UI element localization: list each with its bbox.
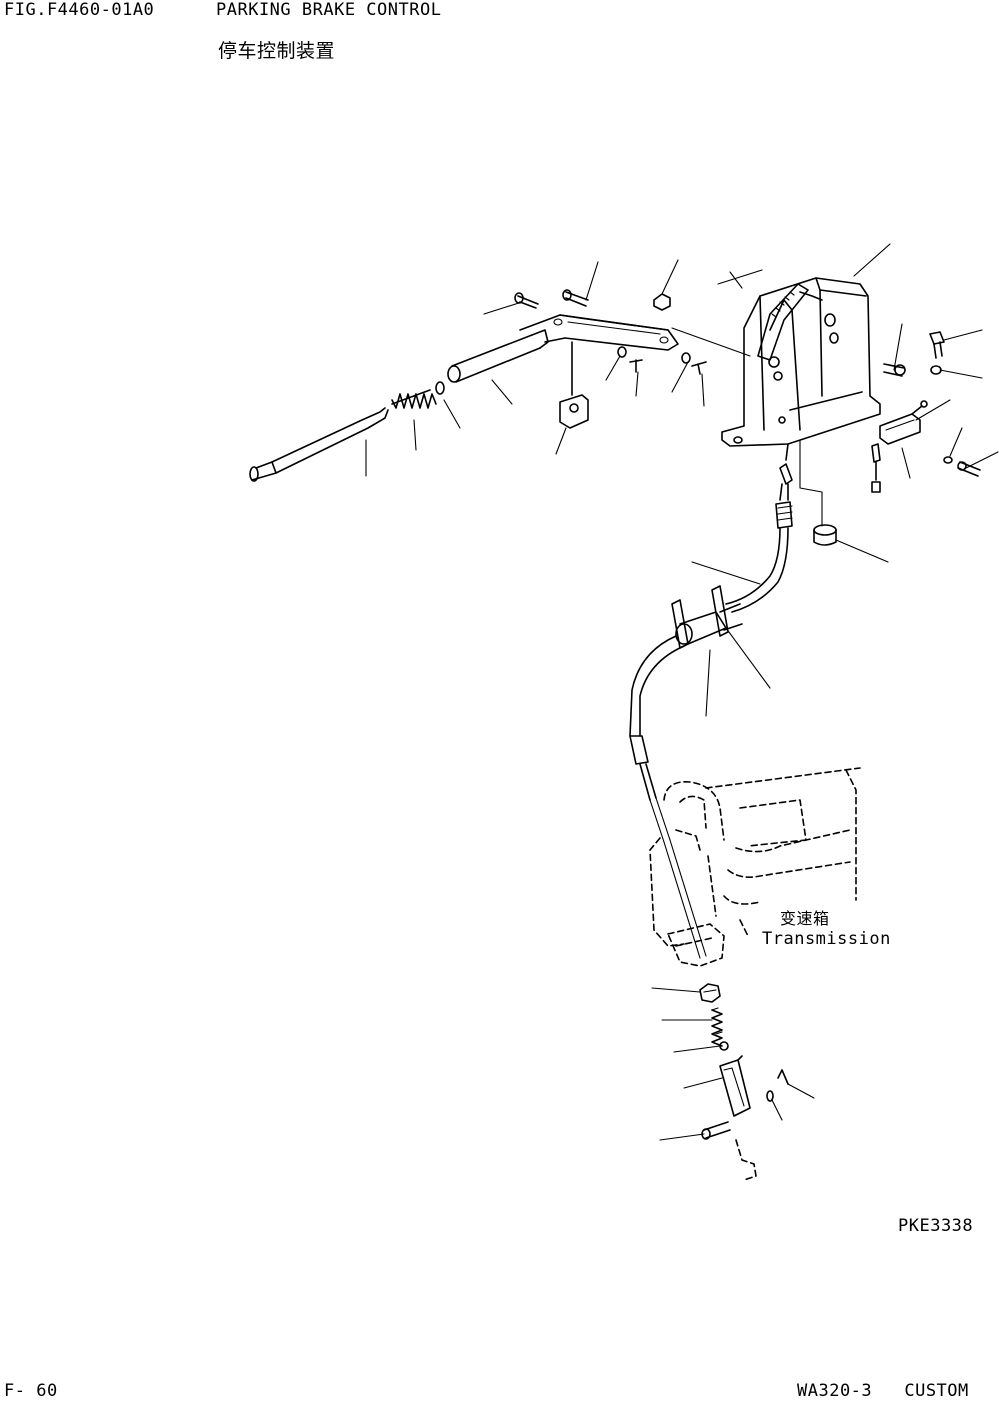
- transmission-label-chinese: 变速箱: [780, 909, 830, 928]
- title-english: PARKING BRAKE CONTROL: [216, 0, 442, 20]
- bolt: [957, 461, 981, 477]
- spring-washer: [435, 381, 445, 395]
- washer: [943, 456, 953, 464]
- washer: [617, 346, 627, 358]
- page-number: F- 60: [4, 1381, 58, 1401]
- lever-handle-tube: [447, 329, 549, 383]
- transmission-label-english: Transmission: [762, 929, 891, 949]
- rubber-cap: [813, 524, 837, 546]
- figure-number: FIG.F4460-01A0: [4, 0, 155, 20]
- transmission-outline: [649, 767, 861, 967]
- cotter-pin: [629, 359, 643, 373]
- model-name: WA320-3 CUSTOM: [797, 1381, 969, 1401]
- limit-switch: [879, 400, 928, 445]
- bolt: [929, 331, 945, 359]
- cable-clamp: [671, 585, 743, 649]
- bolt: [883, 363, 906, 377]
- brake-cable: [629, 463, 793, 737]
- link-spring: [711, 1007, 723, 1047]
- clevis-block: [559, 394, 589, 429]
- pin: [514, 292, 539, 309]
- cotter-pin: [691, 361, 707, 375]
- washer: [681, 352, 691, 364]
- link-cotter-pin: [777, 1069, 789, 1085]
- return-spring: [391, 389, 437, 409]
- brake-bracket: [721, 277, 881, 461]
- connector: [871, 443, 881, 493]
- title-chinese: 停车控制装置: [218, 40, 336, 62]
- nut: [653, 293, 671, 311]
- ratchet-sector: [757, 283, 809, 381]
- cable-end: [629, 735, 707, 959]
- link-pin: [701, 1121, 731, 1140]
- link-clevis: [719, 1055, 751, 1117]
- lever-arm: [519, 314, 679, 396]
- drawing-code: PKE3338: [898, 1216, 974, 1236]
- pin: [562, 289, 589, 307]
- link-washer: [766, 1090, 774, 1102]
- lever-rod: [249, 407, 389, 482]
- link-nut: [699, 983, 721, 1003]
